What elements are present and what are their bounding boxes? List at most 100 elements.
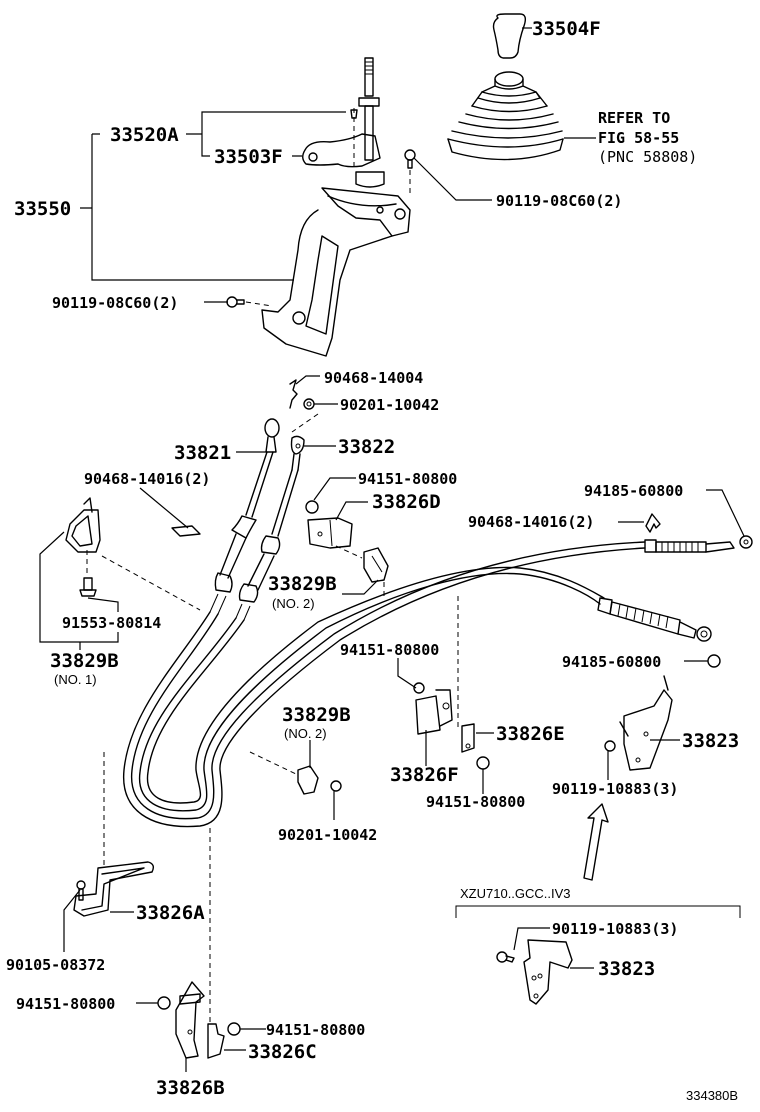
callout-33826e[interactable]: 33826E: [496, 723, 565, 745]
callout-33550[interactable]: 33550: [14, 198, 71, 220]
callout-90468-14004[interactable]: 90468-14004: [324, 369, 423, 387]
reference-note: REFER TO FIG 58-55 (PNC 58808): [598, 109, 697, 166]
clip-33829b-no2: [363, 547, 389, 596]
part-number-label: 33826D: [372, 491, 441, 513]
arrow-up-icon: [583, 803, 609, 881]
reference-note-line1: REFER TO: [598, 109, 670, 127]
part-number-label: 94151-80800: [16, 995, 115, 1013]
part-number-label: 33826E: [496, 723, 565, 745]
callout-33829b-no2-top[interactable]: 33829B (NO. 2): [268, 573, 337, 611]
callout-94151-80800-b[interactable]: 94151-80800: [340, 641, 439, 659]
callout-90201-10042-mid[interactable]: 90201-10042: [278, 826, 377, 844]
part-number-label: 91553-80814: [62, 614, 161, 632]
callout-33823-top[interactable]: 33823: [682, 730, 739, 752]
callout-94151-80800-a[interactable]: 94151-80800: [358, 470, 457, 488]
cable-shift: [209, 418, 280, 615]
callout-94151-80800-c[interactable]: 94151-80800: [426, 793, 525, 811]
callout-90119-10883-bottom[interactable]: 90119-10883(3): [552, 920, 678, 938]
cable-end-shift: [644, 539, 735, 553]
nut-icon: [227, 1022, 241, 1036]
bolt-icon: [76, 880, 86, 901]
part-number-label: 90468-14004: [324, 369, 423, 387]
figure-id-label: 334380B: [686, 1088, 738, 1103]
clip-33829b-no2-lower: [249, 751, 319, 795]
callout-33829b-no2-mid[interactable]: 33829B (NO. 2): [282, 704, 351, 741]
clip-icon: [289, 379, 298, 409]
callout-90119-08c60-left[interactable]: 90119-08C60(2): [52, 294, 178, 312]
callout-33821[interactable]: 33821: [174, 442, 231, 464]
part-number-label: 94151-80800: [426, 793, 525, 811]
callout-90468-14016-left[interactable]: 90468-14016(2): [84, 470, 210, 488]
part-number-label: 33823: [598, 958, 655, 980]
cable-routing: [123, 541, 646, 828]
part-number-label: 94185-60800: [562, 653, 661, 671]
part-number-label: 90105-08372: [6, 956, 105, 974]
part-number-label: 90119-08C60(2): [52, 294, 178, 312]
callout-90201-10042-top[interactable]: 90201-10042: [340, 396, 439, 414]
part-number-label: 94151-80800: [358, 470, 457, 488]
part-number-label: 90119-08C60(2): [496, 192, 622, 210]
part-number-label: 33826B: [156, 1077, 225, 1099]
bolt-icon: [496, 951, 515, 963]
bolt-icon: [404, 149, 416, 196]
part-number-label: 94151-80800: [340, 641, 439, 659]
clip-icon: [645, 513, 661, 533]
nut-icon: [476, 756, 490, 770]
part-number-label: 33822: [338, 436, 395, 458]
callout-33822[interactable]: 33822: [338, 436, 395, 458]
callout-33829b-no1[interactable]: 33829B (NO. 1): [50, 650, 119, 687]
reference-note-line3: (PNC 58808): [598, 148, 697, 166]
bolt-icon: [604, 740, 616, 752]
callout-33826f[interactable]: 33826F: [390, 764, 459, 786]
callout-33826a[interactable]: 33826A: [136, 902, 205, 924]
shift-boot: [447, 71, 564, 161]
part-number-label: 94151-80800: [266, 1021, 365, 1039]
part-number-label: 33823: [682, 730, 739, 752]
reference-note-line2: FIG 58-55: [598, 129, 679, 147]
callout-94151-80800-e[interactable]: 94151-80800: [266, 1021, 365, 1039]
callout-90119-10883-top[interactable]: 90119-10883(3): [552, 780, 678, 798]
shift-knob: [492, 13, 527, 59]
figure-id: 334380B: [686, 1088, 738, 1103]
nut-icon: [157, 996, 171, 1010]
dash-lines-lower: [103, 752, 211, 1024]
callout-33504f[interactable]: 33504F: [532, 18, 601, 40]
bracket-33826a: [73, 861, 155, 917]
part-number-label: 33829B: [50, 650, 119, 672]
part-number-label: 33503F: [214, 146, 283, 168]
bracket-33826f: [415, 596, 459, 735]
nut-icon: [413, 682, 425, 694]
bracket-33823-bottom: [523, 939, 573, 1005]
clip-icon: [171, 525, 201, 537]
callout-33520a[interactable]: 33520A: [110, 124, 179, 146]
callout-33823-bottom[interactable]: 33823: [598, 958, 655, 980]
nut-icon: [707, 654, 721, 668]
part-number-label: 90201-10042: [278, 826, 377, 844]
bolt-icon: [226, 296, 273, 308]
callout-90468-14016-right[interactable]: 90468-14016(2): [468, 513, 594, 531]
part-number-label: 90468-14016(2): [468, 513, 594, 531]
part-number-label: 33829B: [282, 704, 351, 726]
variant-code-label: XZU710..GCC..IV3: [460, 886, 571, 901]
bracket-33829b-no1: [65, 497, 201, 611]
callout-33826d[interactable]: 33826D: [372, 491, 441, 513]
callout-33503f[interactable]: 33503F: [214, 146, 283, 168]
callout-33826b[interactable]: 33826B: [156, 1077, 225, 1099]
callout-94151-80800-d[interactable]: 94151-80800: [16, 995, 115, 1013]
callout-90105-08372[interactable]: 90105-08372: [6, 956, 105, 974]
callout-94185-60800-top[interactable]: 94185-60800: [584, 482, 683, 500]
callout-33826c[interactable]: 33826C: [248, 1041, 317, 1063]
callout-91553-80814[interactable]: 91553-80814: [62, 614, 161, 632]
callout-90119-08c60-top[interactable]: 90119-08C60(2): [496, 192, 622, 210]
part-qualifier-label: (NO. 1): [54, 672, 97, 687]
part-number-label: 90201-10042: [340, 396, 439, 414]
callout-94185-60800-mid[interactable]: 94185-60800: [562, 653, 661, 671]
part-number-label: 90119-10883(3): [552, 780, 678, 798]
part-number-label: 33826A: [136, 902, 205, 924]
part-number-label: 90468-14016(2): [84, 470, 210, 488]
variant-bracket: [455, 905, 741, 918]
bracket-33826b: [175, 981, 205, 1059]
nut-icon: [305, 500, 319, 514]
part-number-label: 33821: [174, 442, 231, 464]
